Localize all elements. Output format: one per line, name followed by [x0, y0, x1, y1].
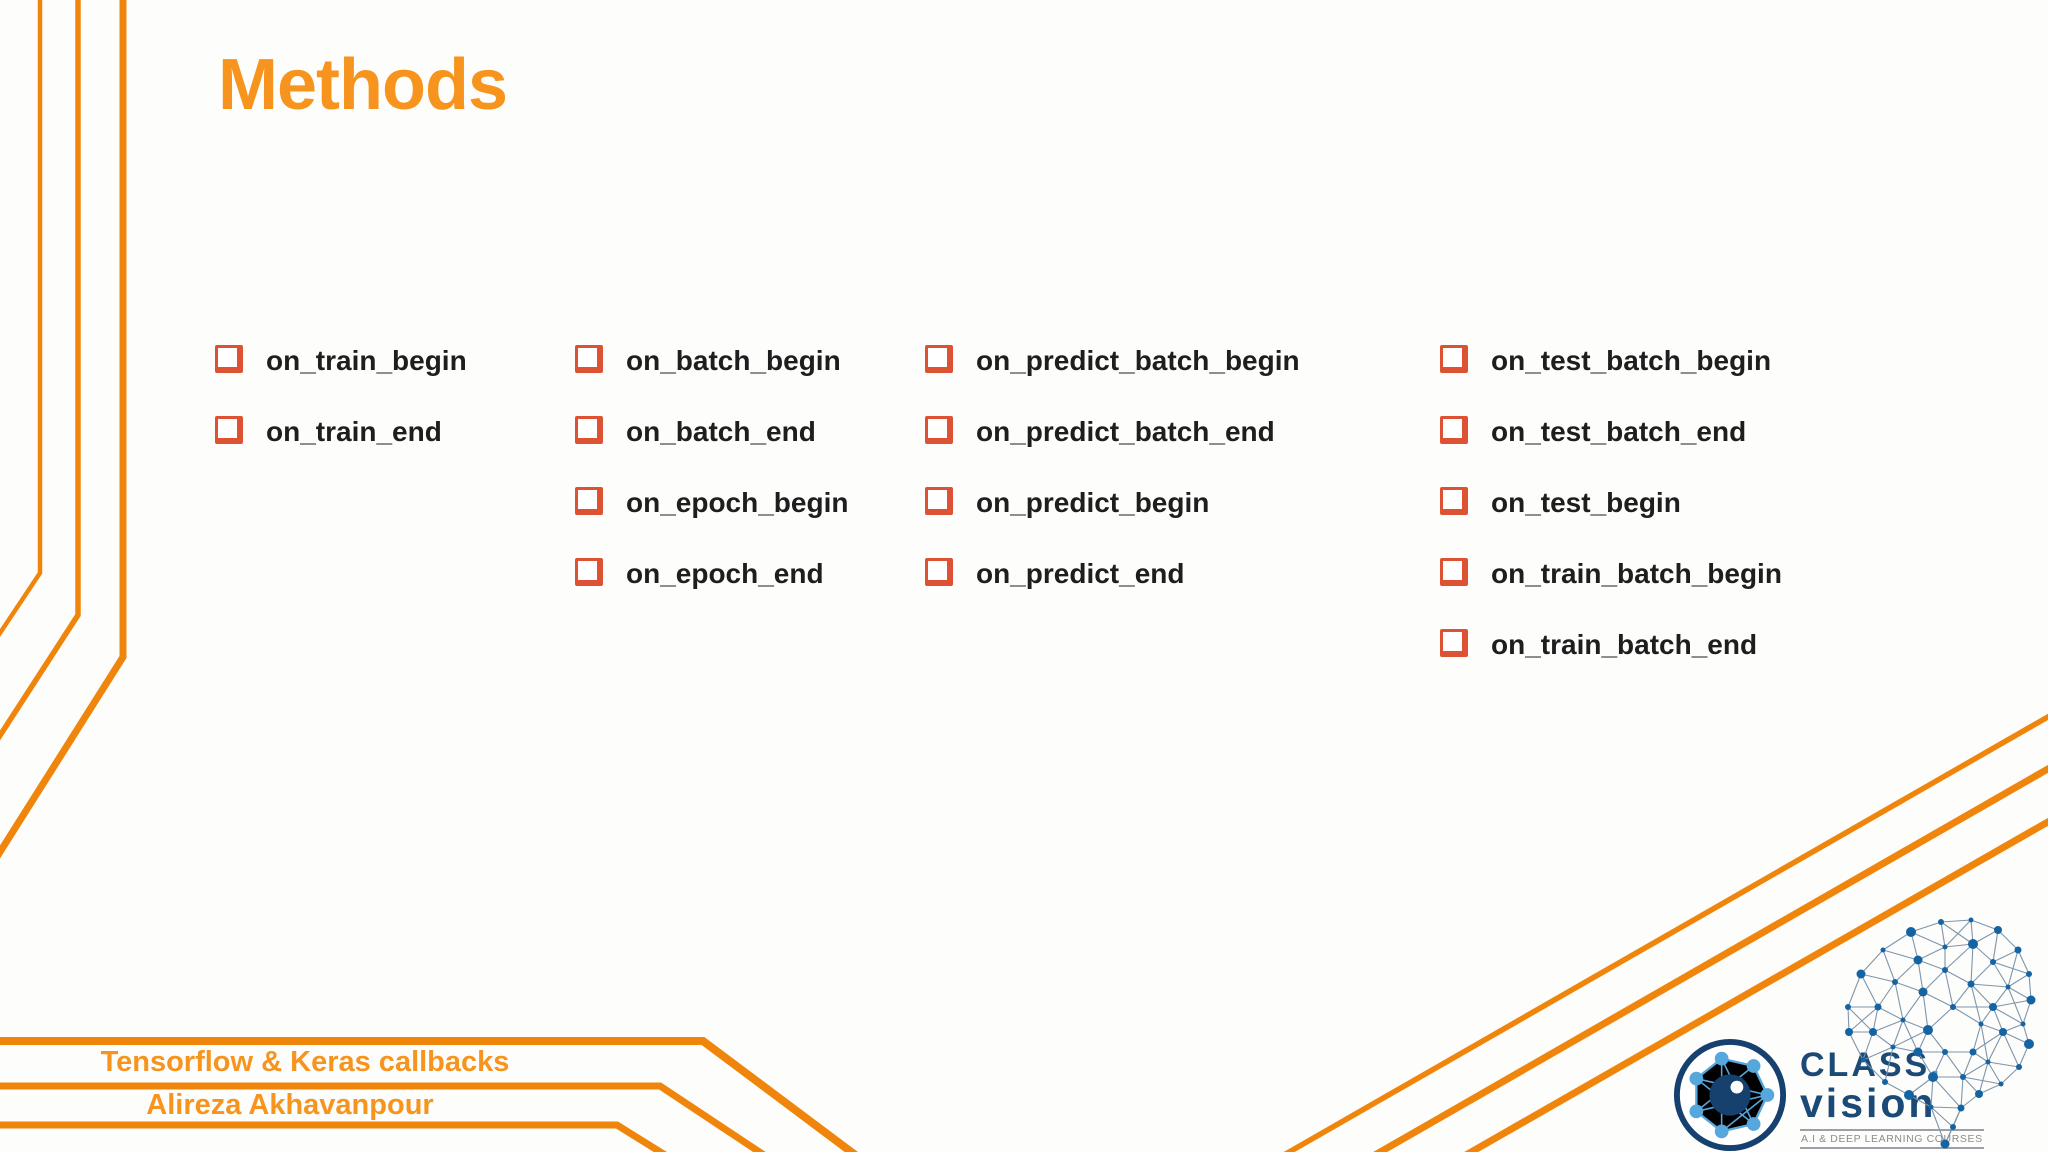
page-title: Methods — [218, 45, 508, 125]
methods-column-1: on_train_begin on_train_end — [215, 325, 467, 467]
checkbox-bullet-icon — [575, 557, 603, 586]
list-item: on_test_batch_begin — [1440, 325, 1782, 396]
methods-column-2: on_batch_begin on_batch_end on_epoch_beg… — [575, 325, 848, 609]
list-item: on_predict_end — [925, 538, 1300, 609]
checkbox-bullet-icon — [575, 344, 603, 373]
method-item-label: on_predict_end — [976, 557, 1185, 589]
footer-course-title: Tensorflow & Keras callbacks — [100, 1046, 510, 1078]
classvision-wordmark: CLASS. vision A.I & DEEP LEARNING COURSE… — [1800, 1048, 1984, 1149]
methods-column-3: on_predict_batch_begin on_predict_batch_… — [925, 325, 1300, 609]
checkbox-bullet-icon — [1440, 557, 1468, 586]
checkbox-bullet-icon — [575, 415, 603, 444]
checkbox-bullet-icon — [925, 415, 953, 444]
list-item: on_test_batch_end — [1440, 396, 1782, 467]
list-item: on_train_end — [215, 396, 467, 467]
method-item-label: on_predict_begin — [976, 486, 1210, 518]
method-item-label: on_test_batch_end — [1491, 415, 1747, 447]
list-item: on_epoch_end — [575, 538, 848, 609]
method-item-label: on_predict_batch_end — [976, 415, 1275, 447]
method-item-label: on_train_begin — [266, 344, 467, 376]
list-item: on_predict_begin — [925, 467, 1300, 538]
method-item-label: on_epoch_end — [626, 557, 824, 589]
methods-column-4: on_test_batch_begin on_test_batch_end on… — [1440, 325, 1782, 680]
list-item: on_train_batch_end — [1440, 609, 1782, 680]
brand-tagline: A.I & DEEP LEARNING COURSES — [1800, 1129, 1984, 1149]
list-item: on_epoch_begin — [575, 467, 848, 538]
list-item: on_predict_batch_end — [925, 396, 1300, 467]
list-item: on_batch_end — [575, 396, 848, 467]
method-item-label: on_epoch_begin — [626, 486, 849, 518]
checkbox-bullet-icon — [1440, 344, 1468, 373]
checkbox-bullet-icon — [1440, 415, 1468, 444]
checkbox-bullet-icon — [215, 415, 243, 444]
checkbox-bullet-icon — [575, 486, 603, 515]
method-item-label: on_batch_begin — [626, 344, 841, 376]
method-item-label: on_test_begin — [1491, 486, 1681, 518]
eye-network-logo-icon — [1673, 1038, 1787, 1152]
checkbox-bullet-icon — [925, 557, 953, 586]
brand-dot: . — [1930, 1046, 1943, 1084]
list-item: on_train_batch_begin — [1440, 538, 1782, 609]
brand-name-top: CLASS. — [1800, 1048, 1984, 1082]
method-item-label: on_batch_end — [626, 415, 816, 447]
list-item: on_predict_batch_begin — [925, 325, 1300, 396]
checkbox-bullet-icon — [1440, 486, 1468, 515]
checkbox-bullet-icon — [215, 344, 243, 373]
method-item-label: on_train_batch_begin — [1491, 557, 1782, 589]
list-item: on_test_begin — [1440, 467, 1782, 538]
checkbox-bullet-icon — [1440, 628, 1468, 657]
method-item-label: on_train_end — [266, 415, 442, 447]
list-item: on_train_begin — [215, 325, 467, 396]
brand-class-text: CLASS — [1800, 1046, 1931, 1084]
checkbox-bullet-icon — [925, 344, 953, 373]
brand-name-bottom: vision — [1800, 1080, 1937, 1126]
footer-author-name: Alireza Akhavanpour — [146, 1089, 434, 1121]
list-item: on_batch_begin — [575, 325, 848, 396]
method-item-label: on_predict_batch_begin — [976, 344, 1300, 376]
brain-network-graphic — [1845, 917, 2036, 1149]
method-item-label: on_test_batch_begin — [1491, 344, 1772, 376]
checkbox-bullet-icon — [925, 486, 953, 515]
method-item-label: on_train_batch_end — [1491, 628, 1758, 660]
